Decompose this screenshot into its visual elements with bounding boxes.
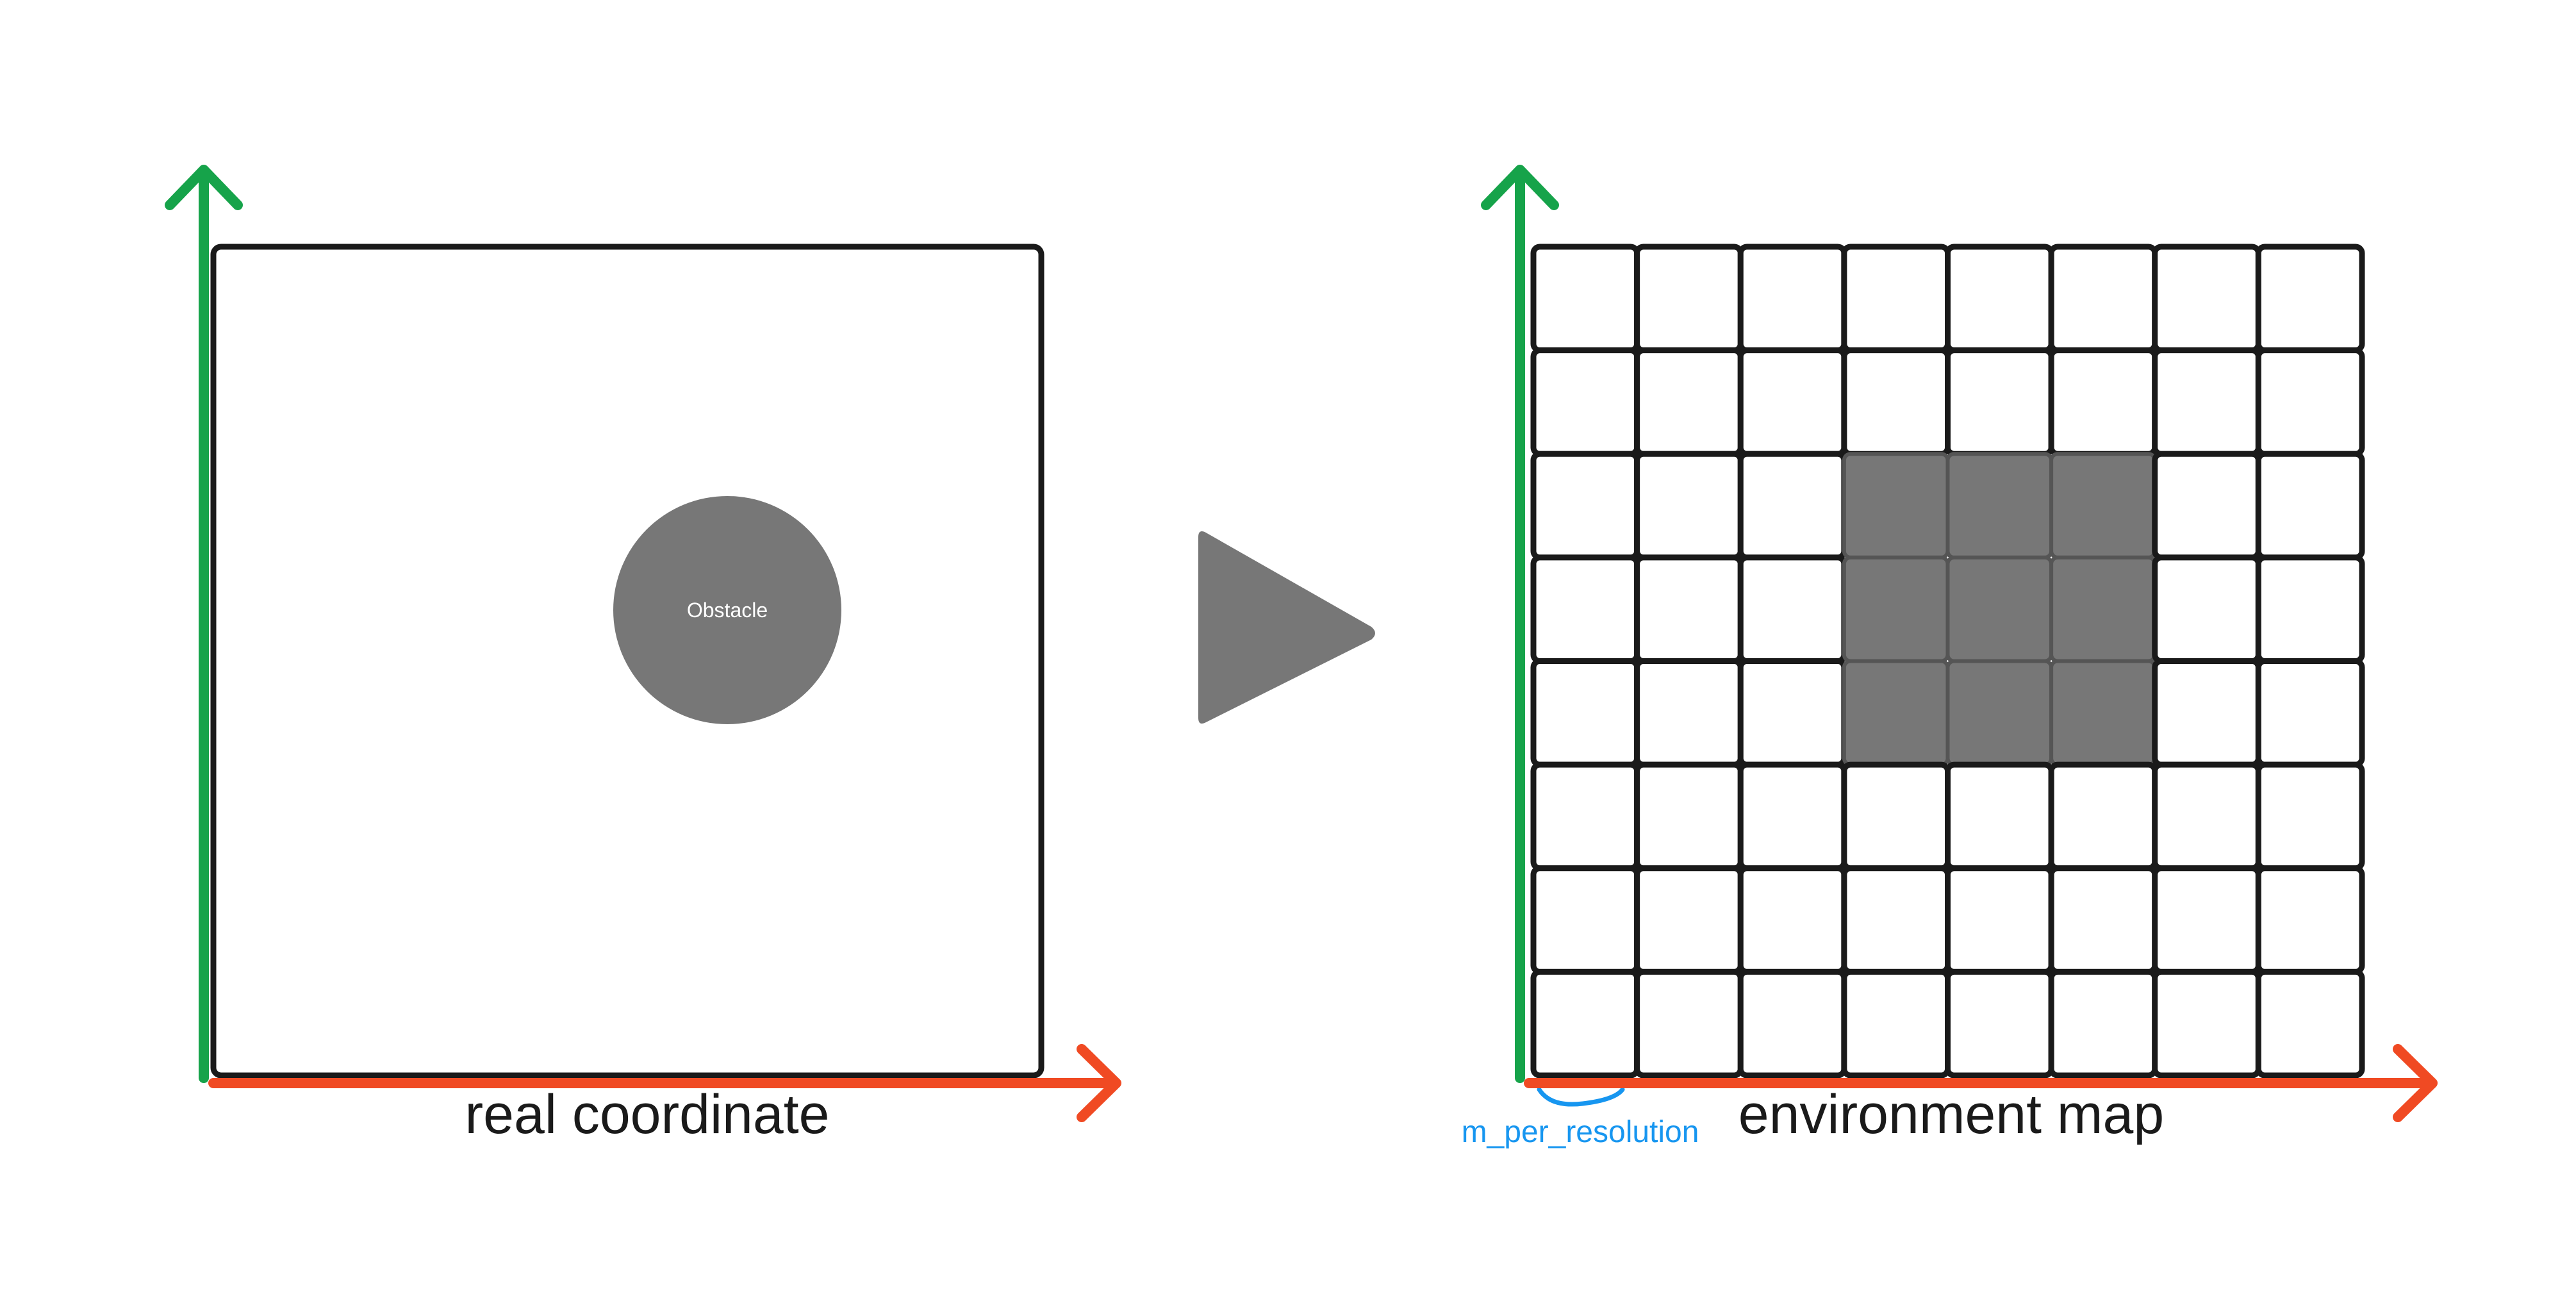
grid-cell-occupied <box>1842 659 1950 767</box>
grid-cell <box>2152 865 2261 975</box>
grid-cell <box>1634 761 1744 872</box>
resolution-brace <box>1537 1087 1625 1107</box>
grid-cell <box>1634 968 1744 1079</box>
grid-cell <box>2048 968 2158 1079</box>
real-coordinate-caption: real coordinate <box>465 1084 830 1145</box>
grid-cell <box>1737 658 1847 768</box>
obstacle-circle <box>613 496 841 724</box>
environment-map-panel: m_per_resolution environment map <box>1462 165 2438 1149</box>
grid-cell <box>1634 865 1744 975</box>
grid-cell <box>1634 554 1744 665</box>
grid-cell <box>1945 968 2054 1079</box>
grid-cell <box>2152 554 2261 665</box>
grid-cell <box>2048 347 2158 457</box>
grid-cell <box>1945 865 2054 975</box>
obstacle-label: Obstacle <box>687 599 768 622</box>
grid-cell <box>1841 968 1951 1079</box>
grid-cell <box>2255 244 2365 354</box>
map-y-axis <box>1481 165 1559 1083</box>
grid-cell <box>1841 761 1951 872</box>
grid-cell <box>2255 968 2365 1079</box>
grid-cell-occupied <box>2049 452 2157 559</box>
grid-cell <box>1634 244 1744 354</box>
grid-cell <box>1945 244 2054 354</box>
occupancy-grid <box>1530 244 2365 1079</box>
grid-cell <box>1737 554 1847 665</box>
grid-cell <box>1634 451 1744 561</box>
grid-cell <box>1737 865 1847 975</box>
grid-cell <box>2255 451 2365 561</box>
grid-cell <box>2255 347 2365 457</box>
grid-cell <box>2255 554 2365 665</box>
grid-cell <box>1530 451 1640 561</box>
grid-cell <box>1737 244 1847 354</box>
grid-cell <box>1841 347 1951 457</box>
grid-cell <box>1737 968 1847 1079</box>
grid-cell <box>2152 968 2261 1079</box>
real-y-axis <box>165 165 243 1083</box>
real-x-axis <box>208 1044 1121 1122</box>
grid-cell <box>1634 347 1744 457</box>
grid-cell <box>1945 347 2054 457</box>
real-coordinate-panel: Obstacle real coordinate <box>165 165 1121 1145</box>
grid-cell <box>1634 658 1744 768</box>
grid-cell <box>1530 865 1640 975</box>
grid-cell <box>1841 244 1951 354</box>
grid-cell <box>2255 761 2365 872</box>
grid-cell <box>1530 658 1640 768</box>
grid-cell <box>2152 244 2261 354</box>
environment-map-caption: environment map <box>1738 1084 2164 1145</box>
transform-arrow-icon <box>1198 531 1375 724</box>
grid-cell-occupied <box>1945 555 2054 663</box>
grid-cell <box>1530 347 1640 457</box>
grid-cell-occupied <box>1842 452 1950 559</box>
grid-cell <box>1737 451 1847 561</box>
grid-cell <box>2152 658 2261 768</box>
grid-cell <box>1737 761 1847 872</box>
map-x-axis <box>1524 1044 2438 1122</box>
grid-cell <box>2255 658 2365 768</box>
grid-cell <box>1530 554 1640 665</box>
grid-cell <box>2152 451 2261 561</box>
grid-cell-occupied <box>1945 452 2054 559</box>
grid-cell <box>1737 347 1847 457</box>
grid-cell-occupied <box>2049 555 2157 663</box>
grid-cell <box>2152 347 2261 457</box>
grid-cell <box>1841 865 1951 975</box>
grid-cell <box>2152 761 2261 872</box>
resolution-label: m_per_resolution <box>1462 1115 1699 1149</box>
grid-cell <box>2048 244 2158 354</box>
grid-cell <box>1945 761 2054 872</box>
grid-cell-occupied <box>2049 659 2157 767</box>
grid-cell <box>2048 865 2158 975</box>
grid-cell <box>1530 968 1640 1079</box>
grid-cell <box>1530 761 1640 872</box>
grid-cell-occupied <box>1945 659 2054 767</box>
grid-cell <box>2255 865 2365 975</box>
grid-cell <box>1530 244 1640 354</box>
grid-cell <box>2048 761 2158 872</box>
grid-cell-occupied <box>1842 555 1950 663</box>
